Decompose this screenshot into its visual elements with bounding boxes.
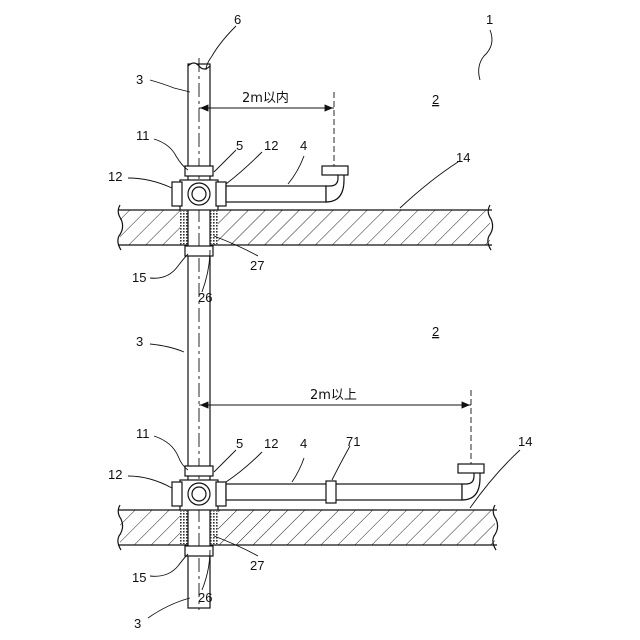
label-top-pipe-6: 6 xyxy=(234,12,241,27)
label-fill-lower-26: 26 xyxy=(198,590,212,605)
label-side-upper-right-12: 12 xyxy=(264,138,278,153)
label-floor-upper-2: 2 xyxy=(432,92,439,107)
label-sleeve-lower-27: 27 xyxy=(250,558,264,573)
label-slab-upper-14: 14 xyxy=(456,150,470,165)
label-slab-lower-14: 14 xyxy=(518,434,532,449)
label-side-lower-12: 12 xyxy=(108,467,122,482)
label-branch-lower-4: 4 xyxy=(300,436,307,451)
dimension-label-upper: 2m以内 xyxy=(242,90,289,106)
label-fitting-lower-11: 11 xyxy=(136,426,150,441)
floor-slab-upper xyxy=(118,205,493,250)
label-branch-upper-4: 4 xyxy=(300,138,307,153)
label-riser-top-3: 3 xyxy=(136,72,143,87)
fill-material-upper-right xyxy=(210,211,218,244)
label-collar-upper-15: 15 xyxy=(132,270,146,285)
fill-material-lower-right xyxy=(210,511,218,544)
riser-pipe xyxy=(188,58,210,610)
dimension-label-lower: 2m以上 xyxy=(310,388,357,403)
fill-material-lower xyxy=(180,511,188,544)
label-joint-lower-5: 5 xyxy=(236,436,243,451)
label-floor-lower-2: 2 xyxy=(432,324,439,339)
fill-material-upper xyxy=(180,211,188,244)
label-joint-upper-5: 5 xyxy=(236,138,243,153)
label-side-lower-right-12: 12 xyxy=(264,436,278,451)
label-collar-lower-15: 15 xyxy=(132,570,146,585)
branch-pipe-upper xyxy=(226,166,348,202)
label-riser-mid-3: 3 xyxy=(136,334,143,349)
floor-slab-lower xyxy=(118,505,498,550)
branch-pipe-lower xyxy=(226,464,484,503)
label-fitting-upper-11: 11 xyxy=(136,128,150,143)
label-sleeve-upper-27: 27 xyxy=(250,258,264,273)
label-side-upper-12: 12 xyxy=(108,169,122,184)
coupling-71 xyxy=(326,481,336,503)
label-fill-upper-26: 26 xyxy=(198,290,212,305)
label-coupling-71: 71 xyxy=(346,434,360,449)
label-system-1: 1 xyxy=(486,12,493,27)
label-riser-bottom-3: 3 xyxy=(134,616,141,631)
